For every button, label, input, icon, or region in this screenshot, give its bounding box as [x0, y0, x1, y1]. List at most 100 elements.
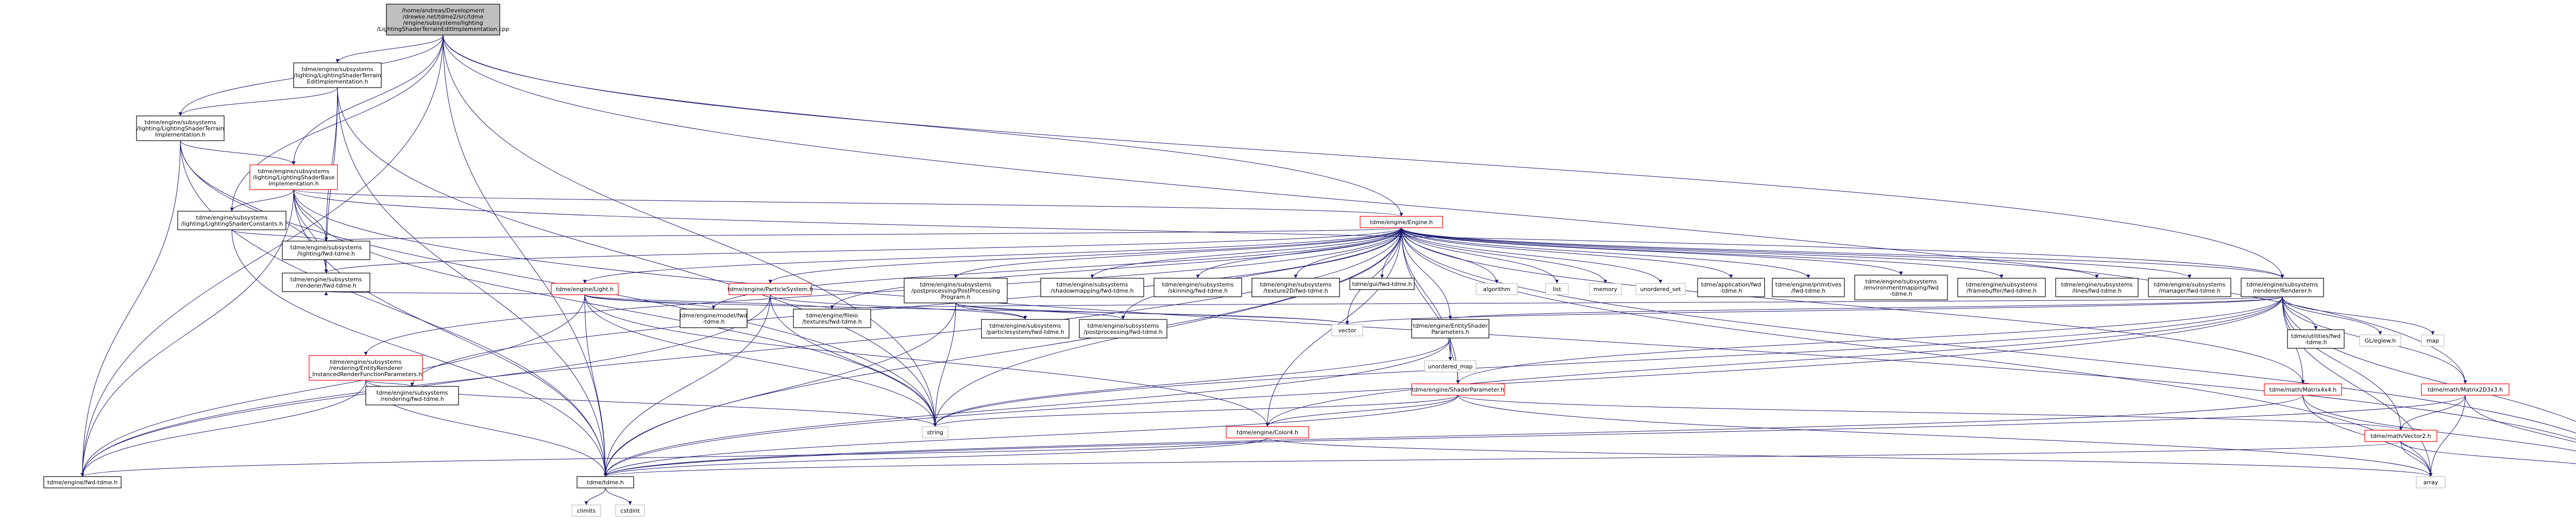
edge-shp-to-tdme_h: [603, 395, 1459, 477]
edge-vec2-to-math_fwd: [2400, 441, 2576, 464]
edge-ppp-to-psys_fwd: [955, 302, 1027, 320]
node-root-label-3: /LightingShaderTerrainEditImplementation…: [377, 26, 510, 32]
node-app_fwd[interactable]: tdme/application/fwd-tdme.h: [1697, 278, 1765, 297]
node-fileio_fwd-label-1: /textures/fwd-tdme.h: [802, 318, 862, 325]
edge-erp-to-engine_fwd: [80, 380, 366, 477]
node-envmap_fwd[interactable]: tdme/engine/subsystems/environmentmappin…: [1854, 275, 1948, 300]
node-list-box: [1545, 283, 1569, 295]
node-sm_fwd[interactable]: tdme/engine/subsystems/shadowmapping/fwd…: [1040, 278, 1144, 297]
node-light_fwd[interactable]: tdme/engine/subsystems/lighting/fwd-tdme…: [282, 241, 370, 260]
edge-color4-to-tdme_h: [603, 437, 1268, 477]
node-vector[interactable]: vector: [1331, 324, 1363, 336]
edge-engine-to-vector: [1345, 227, 1402, 325]
node-climits-label-0: climits: [577, 507, 596, 514]
node-cstdint[interactable]: cstdint: [615, 504, 645, 517]
node-vec2[interactable]: tdme/math/Vector2.h: [2364, 430, 2437, 442]
edge-root-to-tei_h: [335, 35, 444, 63]
edge-renderer-to-esp: [1449, 296, 2283, 320]
node-mgr_fwd[interactable]: tdme/engine/subsystems/manager/fwd-tdme.…: [2148, 278, 2231, 297]
node-tdme_h-box: [577, 476, 634, 488]
node-algorithm[interactable]: algorithm: [1476, 283, 1518, 295]
node-mat4[interactable]: tdme/math/Matrix4x4.h: [2264, 383, 2342, 396]
edge-light-to-model_fwd: [584, 294, 716, 310]
edge-engine-to-renderer: [1401, 227, 2284, 279]
node-light-label-0: tdme/engine/Light.h: [556, 286, 614, 293]
node-lines_fwd[interactable]: tdme/engine/subsystems/lines/fwd-tdme.h: [2055, 278, 2139, 297]
node-fileio_fwd[interactable]: tdme/engine/fileio/textures/fwd-tdme.h: [793, 309, 871, 328]
node-light_fwd-box: [282, 241, 370, 260]
edge-engine-to-umap: [1401, 227, 1452, 361]
node-climits[interactable]: climits: [571, 504, 601, 517]
node-erp-label-2: _InstancedRenderFunctionParameters.h: [309, 371, 422, 378]
node-engine[interactable]: tdme/engine/Engine.h: [1360, 216, 1443, 228]
node-erp[interactable]: tdme/engine/subsystems/rendering/EntityR…: [309, 355, 423, 381]
node-gui_fwd-box: [1349, 278, 1415, 290]
edge-base_h-to-tdme_h: [293, 189, 607, 477]
edge-mat2d3-to-vec2: [2399, 395, 2466, 431]
node-vec2-label-0: tdme/math/Vector2.h: [2370, 433, 2431, 439]
node-model_fwd[interactable]: tdme/engine/model/fwd-tdme.h: [680, 309, 748, 328]
node-const_h-label-0: tdme/engine/subsystems: [196, 214, 268, 221]
node-memory[interactable]: memory: [1589, 283, 1622, 295]
edge-base_h-to-renderer: [293, 189, 2284, 279]
node-map[interactable]: map: [2421, 334, 2445, 347]
edge-base_h-to-const_h: [230, 189, 294, 212]
edge-psys-to-tdme_h: [603, 294, 771, 477]
node-util_fwd-label-1: -tdme.h: [2304, 339, 2327, 346]
node-engine_fwd[interactable]: tdme/engine/fwd-tdme.h: [43, 476, 122, 488]
node-array[interactable]: array: [2416, 476, 2446, 488]
node-engine_fwd-box: [43, 476, 122, 488]
node-rendering_fwd[interactable]: tdme/engine/subsystems/rendering/fwd-tdm…: [365, 386, 459, 405]
node-erp-label-1: /rendering/EntityRenderer: [329, 365, 403, 371]
node-pp_fwd[interactable]: tdme/engine/subsystems/postprocessing/fw…: [1079, 319, 1167, 338]
node-tdme_h-label-0: tdme/tdme.h: [587, 479, 624, 486]
node-tdme_h[interactable]: tdme/tdme.h: [577, 476, 634, 488]
node-psys_fwd[interactable]: tdme/engine/subsystems/particlesystem/fw…: [981, 319, 1070, 338]
node-sm_fwd-label-1: /shadowmapping/fwd-tdme.h: [1051, 287, 1134, 294]
node-unordered_set[interactable]: unordered_set: [1635, 283, 1686, 295]
node-rend_fwd[interactable]: tdme/engine/subsystems/renderer/fwd-tdme…: [282, 273, 370, 292]
node-mat4-box: [2264, 383, 2342, 396]
node-prim_fwd[interactable]: tdme/engine/primitives/fwd-tdme.h: [1772, 278, 1845, 297]
node-mat2d3[interactable]: tdme/math/Matrix2D3x3.h: [2421, 383, 2510, 396]
node-ppp-box: [904, 278, 1008, 303]
node-ppp[interactable]: tdme/engine/subsystems/postprocessing/Po…: [904, 278, 1008, 303]
edge-vec2-to-tdme_h: [604, 441, 2401, 477]
node-gui_fwd[interactable]: tdme/gui/fwd-tdme.h: [1349, 278, 1415, 290]
node-envmap_fwd-box: [1854, 275, 1948, 300]
node-shp[interactable]: tdme/engine/ShaderParameter.h: [1411, 383, 1505, 396]
node-shp-box: [1411, 383, 1505, 396]
node-base_h[interactable]: tdme/engine/subsystems/lighting/Lighting…: [249, 164, 338, 190]
node-rendering_fwd-box: [365, 386, 459, 405]
node-const_h[interactable]: tdme/engine/subsystems/lighting/Lighting…: [177, 211, 286, 230]
node-tei_h[interactable]: tdme/engine/subsystems/lighting/Lighting…: [293, 62, 382, 88]
node-base_h-label-1: /lighting/LightingShaderBase: [252, 174, 334, 181]
node-mgr_fwd-label-1: /manager/fwd-tdme.h: [2159, 287, 2221, 294]
edge-root-to-renderer: [443, 35, 2284, 279]
node-rend_fwd-box: [282, 273, 370, 292]
node-psys[interactable]: tdme/engine/ParticleSystem.h: [727, 283, 813, 295]
node-model_fwd-label-1: -tdme.h: [702, 318, 724, 325]
node-esp-label-0: tdme/engine/EntityShader: [1413, 323, 1488, 329]
node-tex2d_fwd[interactable]: tdme/engine/subsystems/texture2D/fwd-tdm…: [1251, 278, 1340, 297]
node-ti_h[interactable]: tdme/engine/subsystems/lighting/Lighting…: [136, 115, 225, 141]
node-list[interactable]: list: [1545, 283, 1569, 295]
node-ss_fwd[interactable]: tdme/engine/subsystems/skinning/fwd-tdme…: [1154, 278, 1242, 297]
node-umap[interactable]: unordered_map: [1424, 360, 1477, 372]
edge-base_h-to-light_fwd: [293, 189, 328, 242]
node-root[interactable]: /home/andreas/Development/drewke.net/tdm…: [377, 4, 510, 36]
node-map-box: [2421, 334, 2445, 347]
node-fe_fwd[interactable]: tdme/engine/subsystems/framebuffer/fwd-t…: [1957, 278, 2046, 297]
node-rend_fwd-label-1: /renderer/fwd-tdme.h: [296, 282, 357, 289]
node-color4[interactable]: tdme/engine/Color4.h: [1226, 426, 1309, 438]
edge-tdme_h-to-cstdint: [605, 487, 632, 505]
node-util_fwd[interactable]: tdme/utilities/fwd-tdme.h: [2287, 329, 2345, 349]
node-light[interactable]: tdme/engine/Light.h: [551, 283, 619, 295]
edge-engine-to-list: [1401, 227, 1559, 284]
node-psys_fwd-label-0: tdme/engine/subsystems: [990, 323, 1061, 329]
node-glu[interactable]: GL/eglew.h: [2359, 334, 2401, 347]
node-renderer[interactable]: tdme/engine/subsystems/renderer/Renderer…: [2241, 278, 2324, 297]
node-string[interactable]: string: [922, 426, 948, 438]
edge-mat2d3-to-tdme_h: [603, 395, 2466, 477]
